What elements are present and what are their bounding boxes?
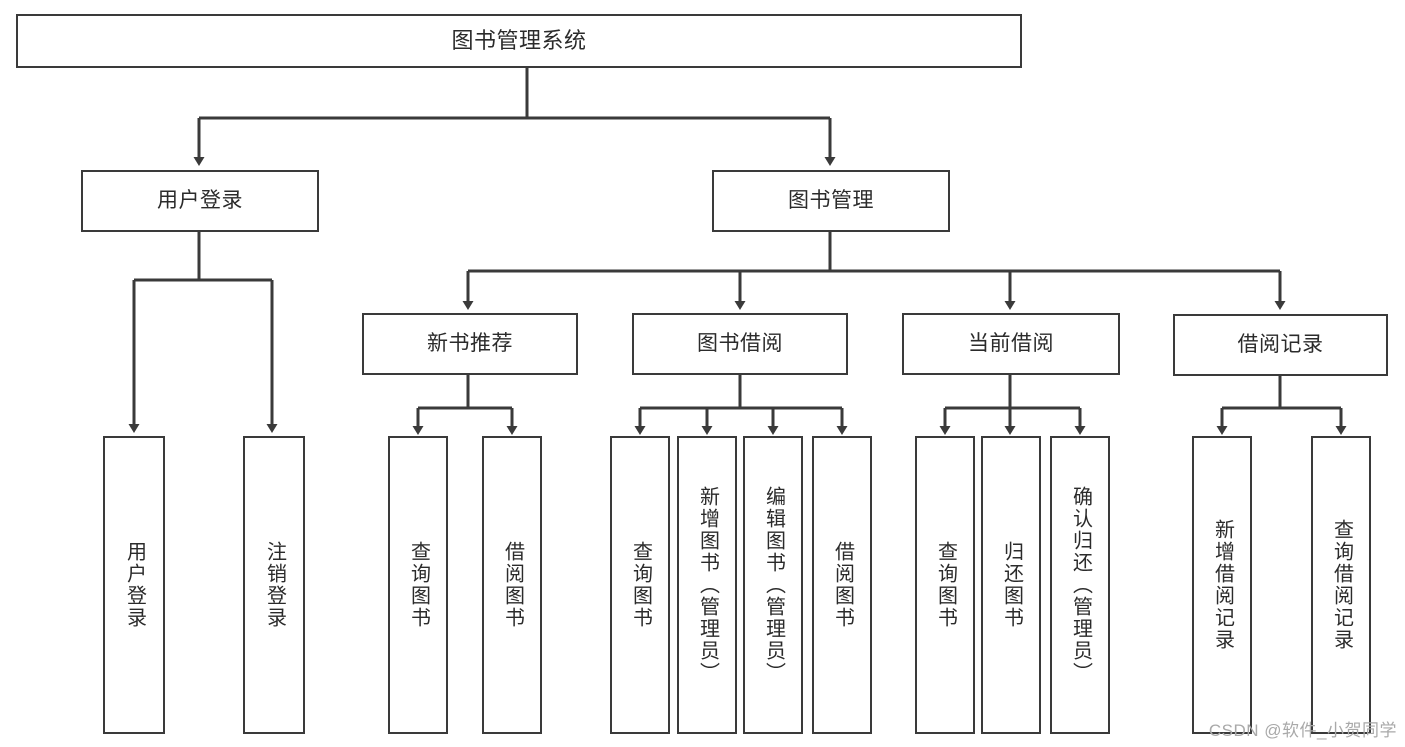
leaf-book-borrow-edit[interactable]: 编辑图书（管理员） xyxy=(743,436,803,734)
node-label: 借阅记录 xyxy=(1237,332,1324,356)
node-label: 确认归还（管理员） xyxy=(1069,486,1092,684)
node-label: 注销登录 xyxy=(263,541,286,629)
leaf-current-borrow-return[interactable]: 归还图书 xyxy=(981,436,1041,734)
node-label: 用户登录 xyxy=(123,541,146,629)
node-label: 图书管理 xyxy=(788,188,874,212)
leaf-borrow-record-query[interactable]: 查询借阅记录 xyxy=(1311,436,1371,734)
node-label: 编辑图书（管理员） xyxy=(762,486,785,684)
node-label: 借阅图书 xyxy=(501,541,524,629)
node-label: 图书借阅 xyxy=(697,331,783,355)
node-label: 新书推荐 xyxy=(427,331,513,355)
node-label: 查询图书 xyxy=(934,541,957,629)
leaf-user-login-login[interactable]: 用户登录 xyxy=(103,436,165,734)
node-label: 新增借阅记录 xyxy=(1211,519,1234,651)
node-label: 用户登录 xyxy=(157,188,243,212)
node-label: 查询借阅记录 xyxy=(1330,519,1353,651)
node-label: 查询图书 xyxy=(629,541,652,629)
leaf-book-borrow-query[interactable]: 查询图书 xyxy=(610,436,670,734)
node-current-borrow[interactable]: 当前借阅 xyxy=(902,313,1120,375)
leaf-current-borrow-query[interactable]: 查询图书 xyxy=(915,436,975,734)
leaf-current-borrow-confirm[interactable]: 确认归还（管理员） xyxy=(1050,436,1110,734)
leaf-book-borrow-lend[interactable]: 借阅图书 xyxy=(812,436,872,734)
node-book-management[interactable]: 图书管理 xyxy=(712,170,950,232)
node-label: 归还图书 xyxy=(1000,541,1023,629)
node-user-login[interactable]: 用户登录 xyxy=(81,170,319,232)
node-label: 查询图书 xyxy=(407,541,430,629)
node-book-borrow[interactable]: 图书借阅 xyxy=(632,313,848,375)
leaf-borrow-record-add[interactable]: 新增借阅记录 xyxy=(1192,436,1252,734)
leaf-book-borrow-add[interactable]: 新增图书（管理员） xyxy=(677,436,737,734)
leaf-new-book-query[interactable]: 查询图书 xyxy=(388,436,448,734)
node-root-system[interactable]: 图书管理系统 xyxy=(16,14,1022,68)
node-label: 当前借阅 xyxy=(968,331,1054,355)
node-label: 新增图书（管理员） xyxy=(696,486,719,684)
node-borrow-record[interactable]: 借阅记录 xyxy=(1173,314,1388,376)
node-label: 图书管理系统 xyxy=(451,28,587,54)
node-new-book-recommend[interactable]: 新书推荐 xyxy=(362,313,578,375)
leaf-user-login-logout[interactable]: 注销登录 xyxy=(243,436,305,734)
leaf-new-book-borrow[interactable]: 借阅图书 xyxy=(482,436,542,734)
node-label: 借阅图书 xyxy=(831,541,854,629)
